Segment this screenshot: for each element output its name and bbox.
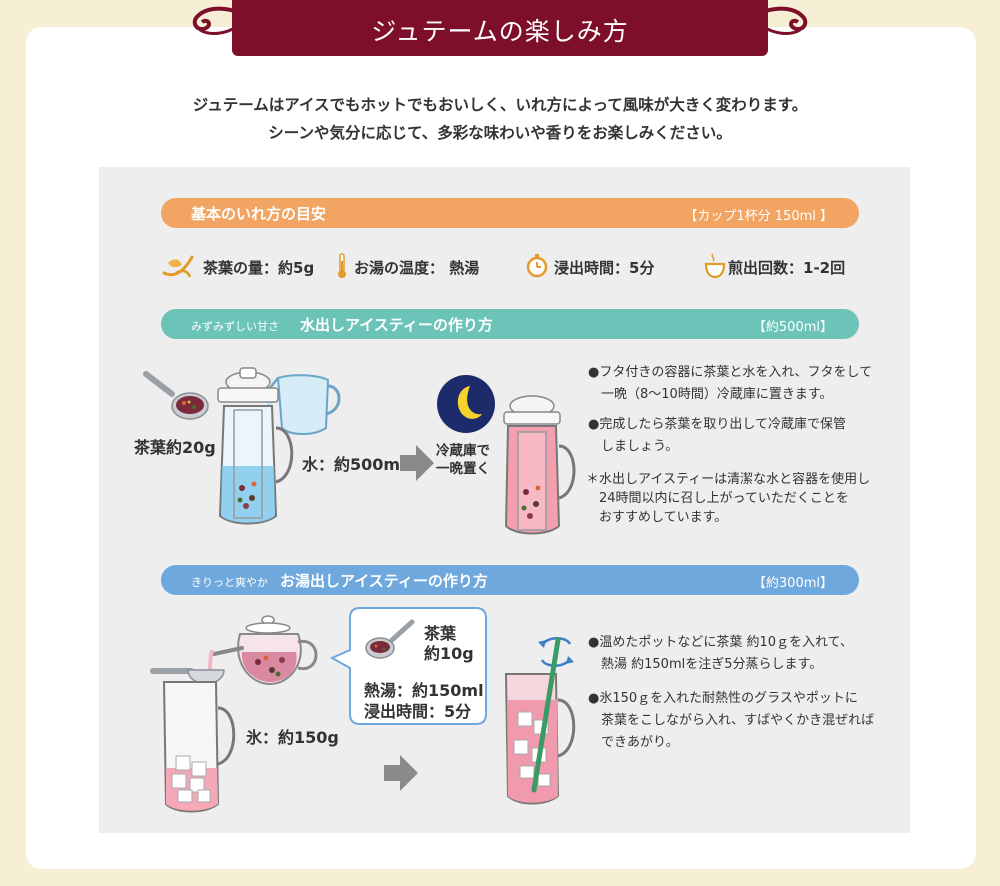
hot-brew-title: お湯出しアイスティーの作り方: [280, 572, 488, 590]
speech-bubble: [329, 607, 487, 725]
spec-water-temperature: お湯の温度： 熱湯: [354, 259, 480, 277]
hot-step2-line1: ●氷150ｇを入れた耐熱性のグラスやポットに: [588, 691, 858, 706]
bubble-leaves: 茶葉 約10g: [424, 624, 474, 664]
cold-note-line3: おすすめしています。: [586, 510, 728, 525]
iced-tea-pitcher-icon: [162, 681, 236, 813]
title-banner: ジュテームの楽しみ方: [232, 0, 768, 56]
cold-brew-title: 水出しアイスティーの作り方: [300, 316, 493, 334]
spec-brew-time: 浸出時間：5分: [554, 259, 655, 277]
hot-step1-line2: 熱湯 約150mlを注ぎ5分蒸らします。: [588, 657, 823, 672]
label-ice-150g: 氷：約150g: [246, 728, 339, 747]
hot-brew-subtitle: きりっと爽やか: [191, 576, 268, 589]
hot-step2-line2: 茶葉をこしながら入れ、すばやくかき混ぜれば: [588, 713, 875, 728]
bubble-brew-time: 浸出時間：5分: [364, 702, 472, 721]
cold-brew-note: ＊水出しアイスティーは清潔な水と容器を使用し 24時間以内に召し上がっていただく…: [586, 470, 870, 527]
cold-note-line2: 24時間以内に召し上がっていただくことを: [586, 491, 849, 506]
arrow-right-icon: [400, 445, 434, 481]
hot-step1-line1: ●温めたポットなどに茶葉 約10ｇを入れて、: [588, 635, 853, 650]
label-tea-leaves-20g: 茶葉約20g: [134, 438, 216, 457]
spoon-with-leaves-small-icon: [365, 619, 415, 659]
cold-brew-amount: 【約500ml】: [752, 320, 833, 335]
timer-icon: [526, 254, 548, 278]
spec-leaf-amount: 茶葉の量：約5g: [203, 259, 315, 277]
cold-brew-step1: ●フタ付きの容器に茶葉と水を入れ、フタをして 一晩（8〜10時間）冷蔵庫に置きま…: [588, 362, 872, 406]
bubble-leaves-line1: 茶葉: [424, 624, 457, 643]
cold-step2-line2: しましょう。: [588, 439, 679, 454]
label-water-500ml: 水：約500ml: [302, 455, 406, 474]
tea-leaf-icon: [162, 255, 194, 278]
intro-text-line2: シーンや気分に応じて、多彩な味わいや香りをお楽しみください。: [268, 124, 732, 142]
bubble-leaves-line2: 約10g: [424, 644, 474, 663]
thermometer-icon: [338, 253, 346, 278]
bubble-hot-water: 熱湯：約150ml: [364, 681, 484, 700]
cold-brew-step2: ●完成したら茶葉を取り出して冷蔵庫で保管 しましょう。: [588, 414, 846, 458]
left-ornament-icon: [192, 6, 239, 35]
page-title: ジュテームの楽しみ方: [371, 17, 629, 46]
hot-brew-amount: 【約300ml】: [752, 576, 833, 591]
basic-section-title: 基本のいれ方の目安: [191, 205, 327, 223]
hot-brew-step2: ●氷150ｇを入れた耐熱性のグラスやポットに 茶葉をこしながら入れ、すばやくかき…: [588, 688, 874, 754]
cold-brew-bottle-red-icon: [503, 395, 576, 535]
teacup-icon: [704, 253, 726, 279]
hot-brew-step1: ●温めたポットなどに茶葉 約10ｇを入れて、 熱湯 約150mlを注ぎ5分蒸らし…: [588, 632, 853, 676]
pitcher-water-icon: [269, 374, 341, 435]
label-fridge-overnight: 冷蔵庫で 一晩置く: [436, 442, 490, 478]
hot-step2-line3: できあがり。: [588, 735, 679, 750]
cold-step2-line1: ●完成したら茶葉を取り出して冷蔵庫で保管: [588, 417, 846, 432]
iced-tea-pitcher-stir-icon: [504, 637, 576, 805]
cold-brew-subtitle: みずみずしい甘さ: [191, 320, 279, 333]
cold-brew-section-bar: みずみずしい甘さ 水出しアイスティーの作り方 【約500ml】: [161, 309, 859, 339]
teapot-icon: [212, 615, 318, 686]
right-ornament-icon: [761, 6, 808, 35]
label-fridge-line1: 冷蔵庫で: [436, 443, 490, 459]
moon-icon: [437, 375, 495, 433]
basic-section-bar: 基本のいれ方の目安 【カップ1杯分 150ml 】: [161, 198, 859, 228]
hot-brew-section-bar: きりっと爽やか お湯出しアイスティーの作り方 【約300ml】: [161, 565, 859, 595]
arrow-right-icon-2: [384, 755, 418, 791]
spoon-with-leaves-icon: [143, 371, 209, 420]
cold-note-line1: ＊水出しアイスティーは清潔な水と容器を使用し: [586, 472, 871, 487]
intro-text-line1: ジュテームはアイスでもホットでもおいしく、いれ方によって風味が大きく変わります。: [192, 96, 808, 114]
strainer-icon: [150, 668, 225, 685]
basic-section-note: 【カップ1杯分 150ml 】: [684, 209, 833, 224]
label-fridge-line2: 一晩置く: [436, 461, 490, 477]
cold-step1-line1: ●フタ付きの容器に茶葉と水を入れ、フタをして: [588, 365, 873, 380]
cold-brew-bottle-icon: [217, 367, 294, 525]
spec-infusion-count: 煎出回数：1-2回: [728, 259, 846, 277]
cold-step1-line2: 一晩（8〜10時間）冷蔵庫に置きます。: [588, 387, 833, 402]
